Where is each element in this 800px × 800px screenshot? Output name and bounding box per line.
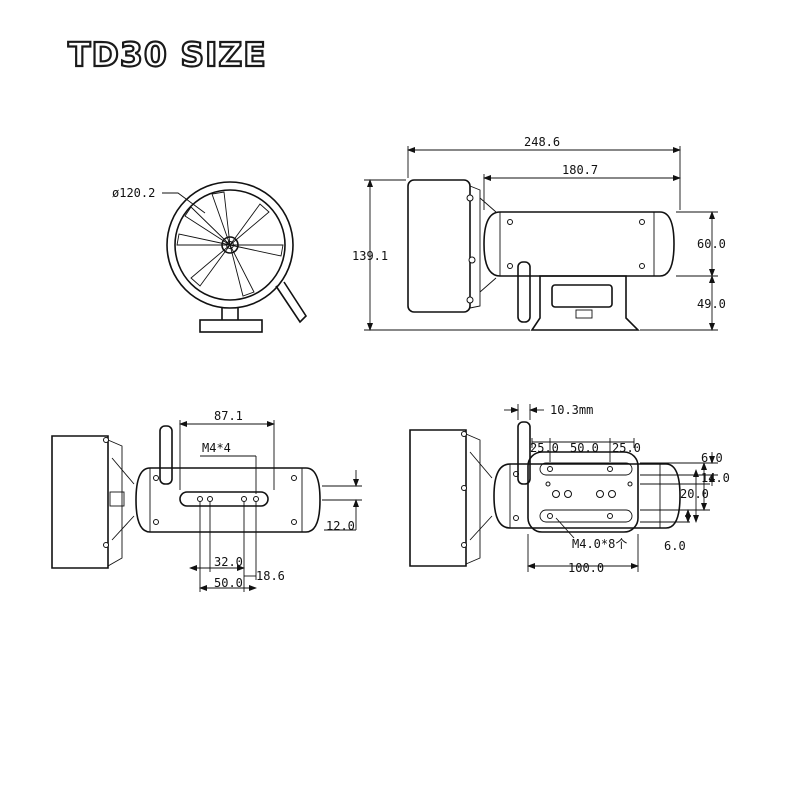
mount-plate <box>527 451 639 533</box>
motor-body-right <box>493 463 681 529</box>
duct-shroud <box>407 179 471 313</box>
top-spacing-a-label: 25.0 <box>530 441 559 455</box>
offset-label: 87.1 <box>214 409 243 423</box>
overall-height-label: 139.1 <box>352 249 388 263</box>
propeller-blades <box>176 191 284 297</box>
base-height-label: 49.0 <box>697 297 726 311</box>
spacing-outer-label: 50.0 <box>214 576 243 590</box>
mount-base <box>530 275 640 331</box>
hole-spec-label: M4*4 <box>202 441 231 455</box>
overall-length-label: 248.6 <box>524 135 560 149</box>
post-left <box>159 425 173 485</box>
side-offset-label: 12.0 <box>326 519 355 533</box>
diameter-label: ø120.2 <box>112 186 155 200</box>
page-title: TD30 SIZE <box>67 35 267 74</box>
right-c-label: 20.0 <box>680 487 709 501</box>
top-spacing-b-label: 50.0 <box>570 441 599 455</box>
post <box>517 261 531 323</box>
spacing-inner-label: 32.0 <box>214 555 243 569</box>
hole-spec-right-label: M4.0*8个 <box>572 537 627 551</box>
front-view: ø120.2 <box>112 181 308 333</box>
plate-length-label: 100.0 <box>568 561 604 575</box>
hub <box>221 236 239 254</box>
side-view: 248.6 180.7 139.1 60.0 49.0 <box>352 135 726 331</box>
motor-body <box>483 211 675 277</box>
motor-body-left <box>135 467 321 533</box>
post-right <box>517 421 531 485</box>
top-spacing-c-label: 25.0 <box>612 441 641 455</box>
bottom-view-right: 10.3mm 25.0 50.0 25.0 6.0 14.0 20.0 6.0 … <box>409 403 730 575</box>
body-height-label: 60.0 <box>697 237 726 251</box>
right-d-label: 6.0 <box>664 539 686 553</box>
edge-offset-label: 18.6 <box>256 569 285 583</box>
duct-shroud-right <box>409 429 467 567</box>
right-b-label: 14.0 <box>701 471 730 485</box>
duct-shroud-left <box>51 435 109 569</box>
bottom-view-left: 87.1 M4*4 32.0 18.6 50.0 12.0 <box>51 409 362 592</box>
post-width-label: 10.3mm <box>550 403 593 417</box>
right-a-label: 6.0 <box>701 451 723 465</box>
body-length-label: 180.7 <box>562 163 598 177</box>
